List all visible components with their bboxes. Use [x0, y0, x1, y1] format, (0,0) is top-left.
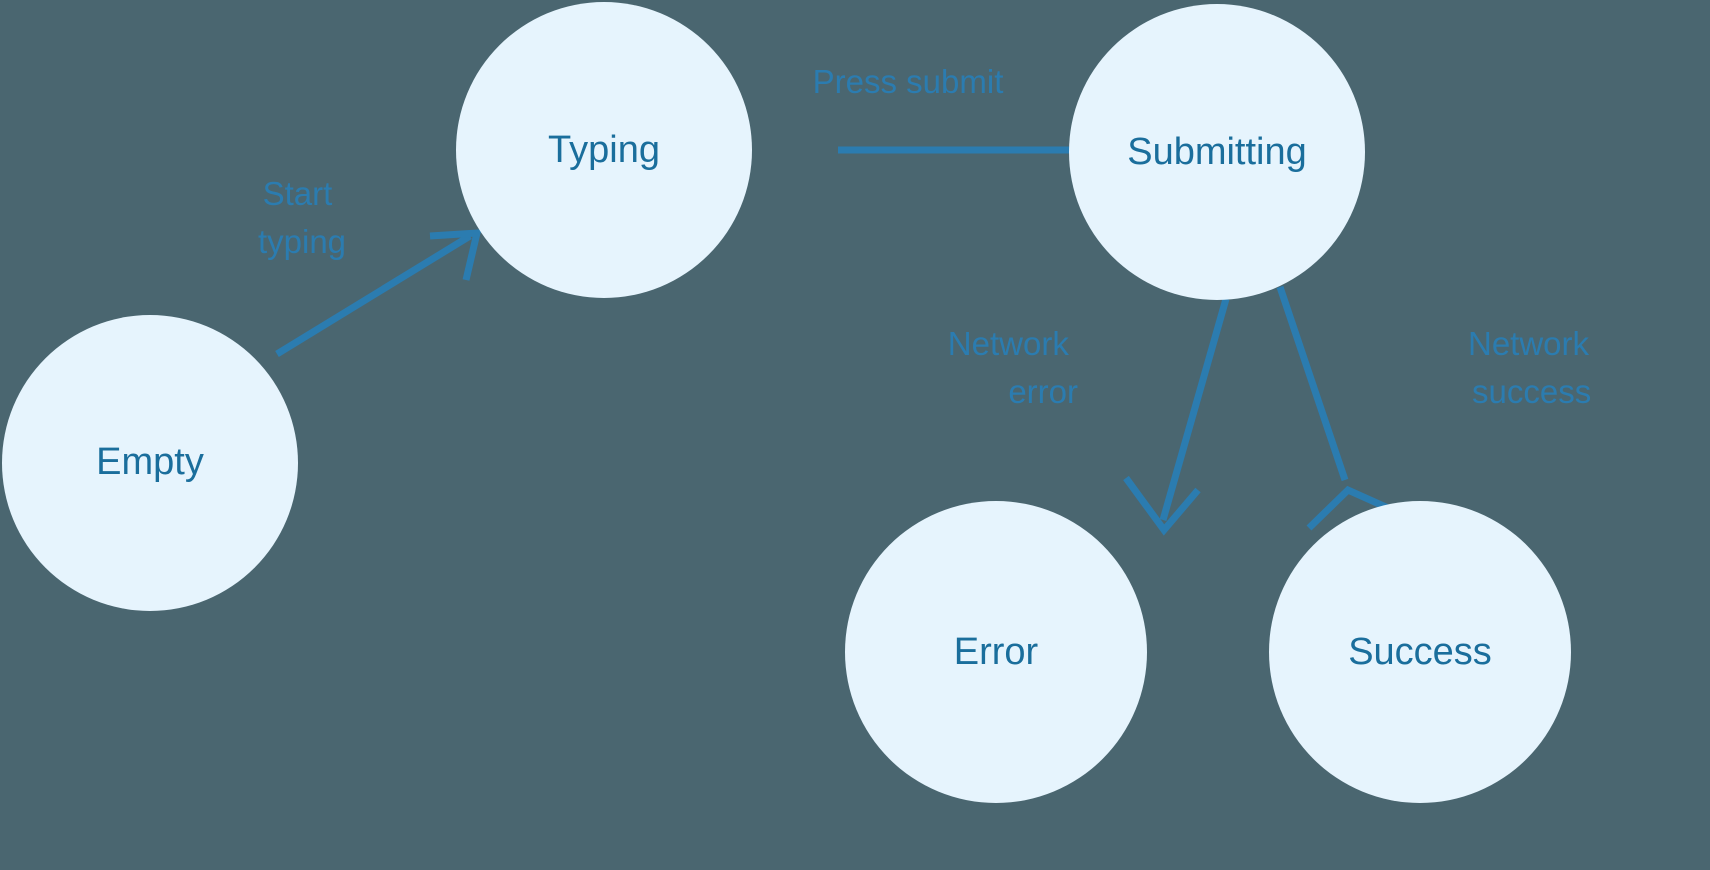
edge-network-success-line — [1276, 285, 1349, 482]
edge-network-success — [1276, 285, 1390, 531]
state-node-typing-label: Typing — [548, 129, 660, 171]
state-node-typing-circle[interactable] — [456, 2, 752, 298]
state-node-submitting[interactable]: Submitting — [1069, 4, 1365, 300]
state-node-empty[interactable]: Empty — [2, 315, 298, 611]
state-node-success-circle[interactable] — [1269, 501, 1571, 803]
edge-start-typing-arrowhead — [429, 229, 482, 281]
state-node-submitting-label: Submitting — [1127, 131, 1307, 173]
state-node-error-label: Error — [954, 631, 1039, 673]
edge-label-network-error: Network error — [948, 325, 1078, 410]
edge-label-network-success: Network success — [1468, 325, 1598, 410]
state-node-success-label: Success — [1348, 631, 1492, 673]
state-node-error[interactable]: Error — [845, 501, 1147, 803]
state-node-empty-circle[interactable] — [2, 315, 298, 611]
state-node-submitting-circle[interactable] — [1069, 4, 1365, 300]
state-node-empty-label: Empty — [96, 441, 204, 483]
edge-network-error — [1123, 298, 1230, 536]
edge-network-error-arrowhead — [1123, 475, 1201, 536]
edge-start-typing — [275, 229, 482, 357]
state-node-typing[interactable]: Typing — [456, 2, 752, 298]
state-node-success[interactable]: Success — [1269, 501, 1571, 803]
edge-network-error-line — [1159, 298, 1230, 521]
edge-start-typing-line — [275, 233, 472, 357]
state-node-error-circle[interactable] — [845, 501, 1147, 803]
edge-label-press-submit: Press submit — [813, 63, 1004, 100]
edge-network-success-arrowhead — [1306, 485, 1390, 531]
edge-label-start-typing: Start typing — [258, 175, 346, 260]
